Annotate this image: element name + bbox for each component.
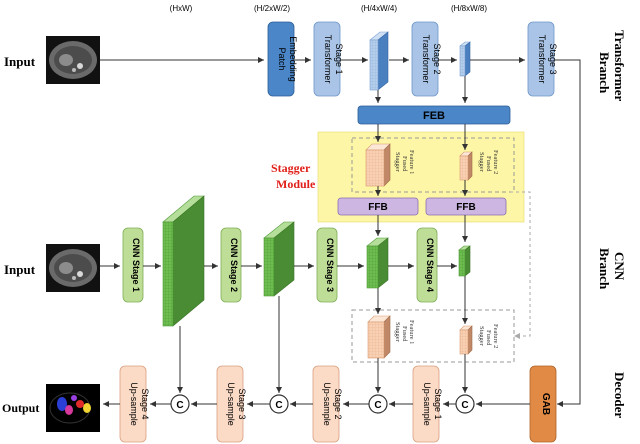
- svg-text:Up-sample: Up-sample: [322, 382, 332, 426]
- svg-text:C: C: [461, 400, 468, 411]
- svg-text:Stagger: Stagger: [478, 326, 485, 347]
- gab-block: GAB: [529, 365, 557, 443]
- svg-text:Stage 2: Stage 2: [432, 43, 442, 74]
- svg-text:Embedding: Embedding: [288, 36, 298, 82]
- concat-node-4: C: [455, 394, 475, 414]
- stagger-feature-2-bottom: Stagger Fused Feature 2: [459, 324, 499, 355]
- svg-text:FEB: FEB: [423, 110, 445, 122]
- cnn-stage-4-block: CNN Stage 4: [416, 227, 438, 303]
- dim-label-h4: (H/4xW/4): [361, 4, 397, 13]
- svg-text:GAB: GAB: [540, 393, 551, 415]
- upsample-stage-3-block: Up-sample Stage 3: [216, 365, 247, 443]
- stagger-feature-2-top: Stagger Fused Feature 2: [459, 150, 499, 181]
- cnn-branch-label: CNN Branch: [597, 248, 627, 290]
- concat-node-1: C: [170, 394, 190, 414]
- svg-text:Stage 1: Stage 1: [334, 43, 344, 74]
- svg-text:Fused: Fused: [485, 330, 492, 346]
- svg-text:Fused: Fused: [485, 156, 492, 172]
- cnn-stage-1-block: CNN Stage 1: [122, 227, 144, 303]
- dim-label-h8: (H/8xW/8): [451, 4, 487, 13]
- svg-text:Fused: Fused: [401, 156, 408, 172]
- decoder-branch-label: Decoder: [612, 372, 627, 418]
- cnn-stage-3-block: CNN Stage 3: [316, 227, 338, 303]
- segmentation-output-image: [46, 384, 100, 432]
- input-label-top: Input: [4, 54, 36, 69]
- transformer-branch-label: Transformer Branch: [597, 30, 627, 101]
- upsample-stage-4-block: Up-sample Stage 4: [119, 365, 150, 443]
- upsample-stage-1-block: Up-sample Stage 1: [412, 365, 443, 443]
- svg-text:Feature 2: Feature 2: [492, 150, 499, 174]
- transformer-stage-1-block: Transformer Stage 1: [313, 21, 344, 97]
- transformer-stage-3-block: Transformer Stage 3: [527, 21, 558, 97]
- input-label-cnn: Input: [4, 262, 36, 277]
- transformer-feature-2: [459, 41, 471, 77]
- svg-text:Up-sample: Up-sample: [226, 382, 236, 426]
- stagger-feature-1-bottom: Stagger Fused Feature 1: [367, 315, 415, 359]
- svg-text:Feature 1: Feature 1: [408, 320, 415, 344]
- svg-text:Stage 4: Stage 4: [140, 388, 150, 419]
- svg-text:Transformer: Transformer: [421, 35, 431, 84]
- svg-text:Stage 3: Stage 3: [548, 43, 558, 74]
- svg-text:Stagger: Stagger: [478, 152, 485, 173]
- transformer-feature-1: [369, 31, 389, 91]
- svg-text:Up-sample: Up-sample: [129, 382, 139, 426]
- transformer-stage-2-block: Transformer Stage 2: [411, 21, 442, 97]
- upsample-stage-2-block: Up-sample Stage 2: [312, 365, 343, 443]
- cnn-feature-3: [366, 237, 389, 289]
- svg-text:Stage 1: Stage 1: [433, 388, 443, 419]
- svg-text:C: C: [176, 400, 183, 411]
- svg-text:Transformer: Transformer: [612, 30, 627, 101]
- svg-text:CNN Stage 4: CNN Stage 4: [425, 238, 435, 292]
- svg-text:Stagger: Stagger: [271, 161, 311, 175]
- svg-text:Transformer: Transformer: [537, 35, 547, 84]
- stagger-module-title: Stagger Module: [271, 161, 316, 191]
- svg-text:CNN Stage 2: CNN Stage 2: [229, 238, 239, 292]
- cnn-feature-4: [458, 245, 471, 277]
- concat-node-2: C: [269, 394, 289, 414]
- cnn-feature-2: [263, 221, 295, 297]
- svg-text:Stage 3: Stage 3: [237, 388, 247, 419]
- ct-scan-image-top: [46, 36, 100, 84]
- patch-embedding-block: Patch Embedding: [267, 21, 298, 97]
- svg-text:Stage 2: Stage 2: [333, 388, 343, 419]
- cnn-stage-2-block: CNN Stage 2: [220, 227, 242, 303]
- svg-text:Stagger: Stagger: [394, 322, 401, 343]
- ffb-block-2: FFB: [425, 197, 507, 216]
- svg-text:C: C: [275, 400, 282, 411]
- feb-block: FEB: [357, 105, 511, 125]
- svg-text:Transformer: Transformer: [323, 35, 333, 84]
- svg-text:FFB: FFB: [368, 202, 387, 213]
- svg-text:CNN: CNN: [612, 252, 627, 281]
- svg-text:Stagger: Stagger: [394, 152, 401, 173]
- svg-text:Patch: Patch: [277, 47, 287, 70]
- svg-text:CNN Stage 1: CNN Stage 1: [131, 238, 141, 292]
- dim-label-hxw: (HxW): [170, 4, 193, 13]
- svg-text:Fused: Fused: [401, 326, 408, 342]
- dim-label-h2: (H/2xW/2): [254, 4, 290, 13]
- svg-text:Branch: Branch: [597, 248, 612, 290]
- svg-text:CNN Stage 3: CNN Stage 3: [325, 238, 335, 292]
- stagger-feature-1-top: Stagger Fused Feature 1: [365, 143, 415, 187]
- ffb-block-1: FFB: [337, 197, 419, 216]
- svg-text:Feature 2: Feature 2: [492, 324, 499, 348]
- svg-text:Module: Module: [276, 177, 316, 191]
- svg-text:C: C: [374, 400, 381, 411]
- svg-text:Branch: Branch: [597, 52, 612, 94]
- output-label: Output: [2, 401, 39, 415]
- cnn-feature-1: [162, 195, 205, 327]
- svg-text:Up-sample: Up-sample: [422, 382, 432, 426]
- ct-scan-image-cnn: [46, 244, 100, 292]
- concat-node-3: C: [368, 394, 388, 414]
- svg-text:FFB: FFB: [456, 202, 475, 213]
- svg-text:Feature 1: Feature 1: [408, 150, 415, 174]
